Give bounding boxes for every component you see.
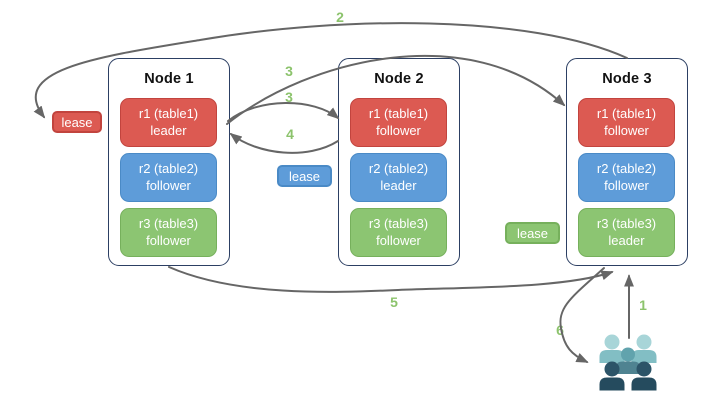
replica-role: follower xyxy=(146,232,191,248)
node2-replica-r1: r1 (table1) follower xyxy=(350,98,447,147)
arrow-5-node1-to-node3 xyxy=(168,266,614,293)
arrow-3-leader-to-node2 xyxy=(227,102,340,122)
replica-name: r1 (table1) xyxy=(596,106,657,121)
replica-name: r2 (table2) xyxy=(138,161,199,176)
replica-role: follower xyxy=(376,232,421,248)
step-label-1: 1 xyxy=(639,297,647,313)
step-label-2: 2 xyxy=(336,9,344,25)
node2-replica-r2: r2 (table2) leader xyxy=(350,153,447,202)
replica-name: r2 (table2) xyxy=(596,161,657,176)
replica-name: r3 (table3) xyxy=(138,216,199,231)
step-label-5: 5 xyxy=(390,294,398,310)
step-label-3-short: 3 xyxy=(285,89,293,105)
arrow-4-node2-to-leader xyxy=(229,132,339,154)
node3-replica-r2: r2 (table2) follower xyxy=(578,153,675,202)
lease-tag-green: lease xyxy=(505,222,560,244)
replica-name: r1 (table1) xyxy=(368,106,429,121)
node-1-box: Node 1 r1 (table1) leader r2 (table2) fo… xyxy=(108,58,230,266)
step-label-6: 6 xyxy=(556,322,564,338)
node1-replica-r1: r1 (table1) leader xyxy=(120,98,217,147)
node1-replica-r2: r2 (table2) follower xyxy=(120,153,217,202)
users-group-icon xyxy=(599,334,657,391)
user-figure xyxy=(631,361,657,391)
replica-role: follower xyxy=(604,177,649,193)
node3-replica-r3: r3 (table3) leader xyxy=(578,208,675,257)
user-figure xyxy=(599,334,625,363)
replica-role: follower xyxy=(604,122,649,138)
replica-role: follower xyxy=(146,177,191,193)
node-3-box: Node 3 r1 (table1) follower r2 (table2) … xyxy=(566,58,688,266)
user-figure xyxy=(599,361,625,391)
replica-role: leader xyxy=(380,177,417,193)
node-1-title: Node 1 xyxy=(144,71,194,87)
arrow-6-node3-to-clients xyxy=(559,267,605,363)
replica-role: follower xyxy=(376,122,421,138)
step-label-4: 4 xyxy=(286,126,294,142)
lease-tag-red: lease xyxy=(52,111,102,133)
step-label-3-long: 3 xyxy=(285,63,293,79)
replica-name: r3 (table3) xyxy=(596,216,657,231)
node2-replica-r3: r3 (table3) follower xyxy=(350,208,447,257)
node-3-title: Node 3 xyxy=(602,71,652,87)
lease-tag-blue: lease xyxy=(277,165,332,187)
node3-replica-r1: r1 (table1) follower xyxy=(578,98,675,147)
replica-role: leader xyxy=(150,122,187,138)
node1-replica-r3: r3 (table3) follower xyxy=(120,208,217,257)
node-2-title: Node 2 xyxy=(374,71,424,87)
replica-role: leader xyxy=(608,232,645,248)
user-figure xyxy=(631,334,657,363)
user-figure xyxy=(615,347,641,374)
node-2-box: Node 2 r1 (table1) follower r2 (table2) … xyxy=(338,58,460,266)
replica-name: r3 (table3) xyxy=(368,216,429,231)
replica-name: r2 (table2) xyxy=(368,161,429,176)
replica-name: r1 (table1) xyxy=(138,106,199,121)
